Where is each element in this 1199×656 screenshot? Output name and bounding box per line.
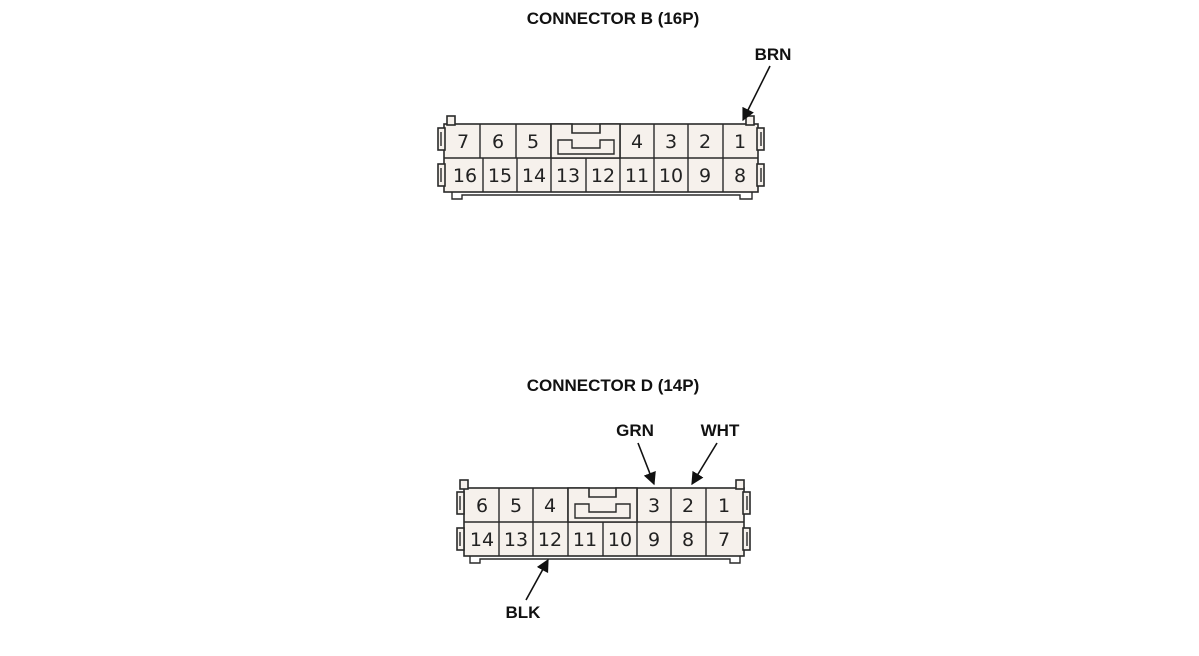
connector-b-pin-9: 9 [699, 165, 711, 187]
connector-b-pin-4: 4 [631, 131, 643, 153]
connector-b-pin-13: 13 [556, 165, 580, 187]
connector-d-pin-9: 9 [648, 529, 660, 551]
connector-d-pin-5: 5 [510, 495, 522, 517]
connector-d-pin-1: 1 [718, 495, 730, 517]
connector-b-pin-3: 3 [665, 131, 677, 153]
connector-b-pin-7: 7 [457, 131, 469, 153]
connector-d-wire-blk-label: BLK [506, 603, 542, 622]
connector-b-pin-2: 2 [699, 131, 711, 153]
connector-d-pin-12: 12 [538, 529, 562, 551]
connector-d-pin-14: 14 [470, 529, 494, 551]
connector-b-pin-1: 1 [734, 131, 746, 153]
connector-d-wire-grn-label: GRN [616, 421, 654, 440]
connector-d-housing [456, 479, 751, 564]
connector-d-pin-13: 13 [504, 529, 528, 551]
connector-d-pin-7: 7 [718, 529, 730, 551]
connector-b: CONNECTOR B (16P) [437, 9, 792, 200]
connector-b-pin-5: 5 [527, 131, 539, 153]
connector-b-pin-16: 16 [453, 165, 477, 187]
connector-b-pin-10: 10 [659, 165, 683, 187]
connector-b-housing [437, 115, 765, 200]
connector-b-title: CONNECTOR B (16P) [527, 9, 700, 28]
connector-d-pin-6: 6 [476, 495, 488, 517]
connector-b-brn-arrow [742, 65, 771, 122]
connector-d-pin-8: 8 [682, 529, 694, 551]
connector-b-pin-8: 8 [734, 165, 746, 187]
connector-b-pin-11: 11 [625, 165, 649, 187]
connector-d-pin-11: 11 [573, 529, 597, 551]
connector-b-pin-14: 14 [522, 165, 546, 187]
connector-d-pin-3: 3 [648, 495, 660, 517]
connector-b-pin-15: 15 [488, 165, 512, 187]
connector-d-pin-2: 2 [682, 495, 694, 517]
connector-d: CONNECTOR D (14P) [456, 376, 751, 622]
connector-d-blk-arrow [525, 558, 549, 601]
connector-b-pin-6: 6 [492, 131, 504, 153]
connector-d-pin-4: 4 [544, 495, 556, 517]
connector-d-title: CONNECTOR D (14P) [527, 376, 700, 395]
connector-d-wire-wht-label: WHT [701, 421, 740, 440]
connector-d-grn-arrow [637, 442, 656, 486]
connector-d-pin-10: 10 [608, 529, 632, 551]
connector-b-pin-12: 12 [591, 165, 615, 187]
connector-d-wht-arrow [691, 442, 718, 486]
connector-b-wire-brn-label: BRN [755, 45, 792, 64]
